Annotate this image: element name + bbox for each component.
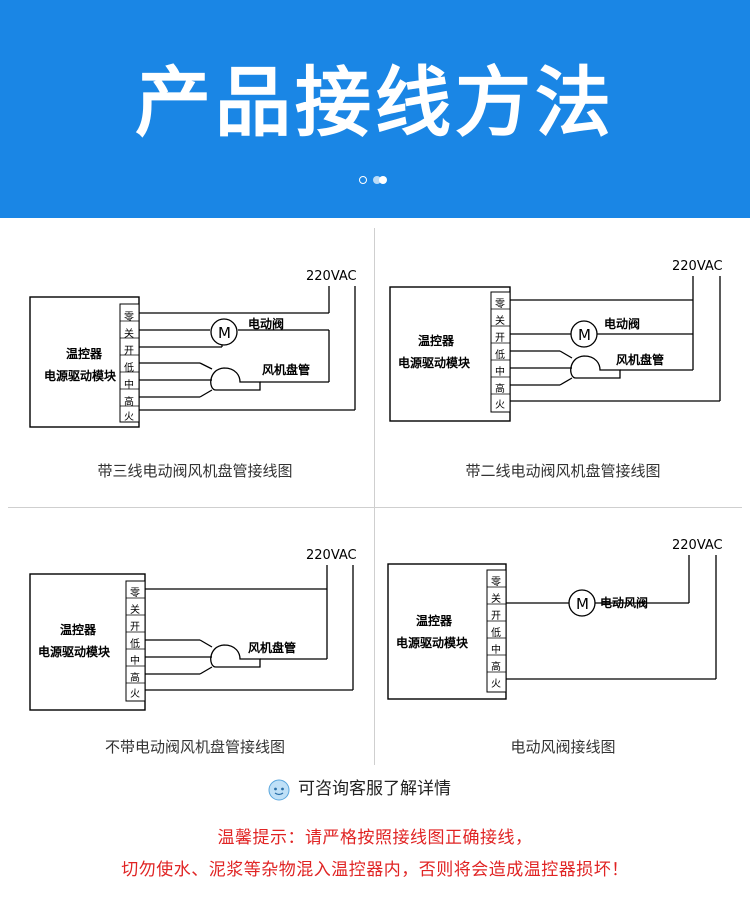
- terminal-label: 低: [491, 626, 501, 639]
- terminal-label: 关: [124, 327, 134, 340]
- power-label: 220VAC: [672, 538, 723, 553]
- motor-symbol: [210, 318, 238, 346]
- terminal-label: 火: [495, 399, 505, 411]
- terminal-label: 火: [130, 688, 140, 700]
- motor-symbol: [568, 589, 596, 617]
- terminal-label: 开: [124, 346, 134, 357]
- terminal-label: 中: [491, 643, 501, 656]
- page-title: 产品接线方法: [135, 58, 615, 147]
- contact-text: 可咨询客服了解详情: [298, 779, 451, 799]
- power-label: 220VAC: [306, 269, 357, 284]
- grid-divider-horizontal: [8, 507, 742, 508]
- motor-letter: M: [578, 326, 591, 344]
- terminal-label: 中: [124, 378, 134, 391]
- wiring-diagram-2: 温控器 电源驱动模块 零 关 开 低 中 高 火 220VAC: [389, 259, 723, 422]
- terminal-label: 开: [491, 611, 501, 622]
- air-valve-label: 电动风阀: [600, 595, 648, 610]
- terminal-label: 高: [124, 395, 134, 408]
- terminal-label: 关: [130, 603, 140, 616]
- terminal-label: 低: [495, 348, 505, 361]
- warning-line-1: 温馨提示：请严格按照接线图正确接线，: [217, 828, 533, 848]
- terminal-label: 低: [124, 361, 134, 374]
- terminal-label: 零: [491, 576, 501, 588]
- terminal-dividers: [126, 597, 145, 684]
- wires: [139, 286, 356, 411]
- fan-coil-label: 风机盘管: [616, 352, 664, 367]
- terminal-labels: 零 关 开 低 中 高 火: [130, 587, 140, 700]
- terminal-label: 关: [491, 592, 501, 605]
- diagram-panel-4: 温控器 电源驱动模块 零 关 开 低 中 高 火 220VAC M 电动风阀: [387, 534, 733, 704]
- terminal-dividers: [487, 586, 506, 673]
- motor-symbol: [570, 320, 598, 348]
- module-line2: 电源驱动模块: [44, 368, 117, 383]
- module-line1: 温控器: [60, 622, 97, 637]
- dot-active[interactable]: [373, 176, 381, 184]
- fan-coil-label: 风机盘管: [262, 362, 310, 377]
- terminal-label: 火: [491, 678, 501, 690]
- terminal-label: 高: [130, 671, 140, 684]
- motor-letter: M: [576, 595, 589, 613]
- diagram-caption-1: 带三线电动阀风机盘管接线图: [97, 462, 293, 480]
- terminal-dividers: [491, 308, 510, 395]
- wiring-diagram-3: 温控器 电源驱动模块 零 关 开 低 中 高 火 220VAC: [29, 548, 357, 711]
- module-line2: 电源驱动模块: [398, 355, 471, 370]
- valve-label: 电动阀: [248, 316, 284, 331]
- terminal-label: 开: [495, 333, 505, 344]
- dot-active[interactable]: [379, 176, 387, 184]
- terminal-label: 零: [495, 298, 505, 310]
- terminal-label: 零: [124, 311, 134, 323]
- terminal-label: 零: [130, 587, 140, 599]
- warning-line-2: 切勿使水、泥浆等杂物混入温控器内，否则将会造成温控器损坏！: [121, 860, 629, 880]
- terminal-strip: [125, 580, 146, 702]
- terminal-label: 高: [491, 660, 501, 673]
- terminal-label: 高: [495, 382, 505, 395]
- wires: [506, 555, 717, 680]
- terminal-label: 中: [495, 365, 505, 378]
- wiring-diagram-4: 温控器 电源驱动模块 零 关 开 低 中 高 火 220VAC M 电动风阀: [387, 538, 723, 700]
- diagram-panel-2: 温控器 电源驱动模块 零 关 开 低 中 高 火 220VAC: [389, 256, 735, 426]
- valve-label: 电动阀: [604, 316, 640, 331]
- terminal-label: 中: [130, 654, 140, 667]
- terminal-dividers: [120, 320, 139, 407]
- terminal-strip: [486, 569, 507, 693]
- module-line2: 电源驱动模块: [396, 635, 469, 650]
- module-line1: 温控器: [418, 333, 455, 348]
- terminal-labels: 零 关 开 低 中 高 火: [124, 311, 134, 423]
- dot-inactive[interactable]: [359, 176, 367, 184]
- diagram-caption-2: 带二线电动阀风机盘管接线图: [465, 462, 661, 480]
- diagram-panel-1: 温控器 电源驱动模块 零 关 开 低 中 高 火 220VAC: [29, 262, 370, 432]
- module-line2: 电源驱动模块: [38, 644, 111, 659]
- terminal-label: 开: [130, 622, 140, 633]
- terminal-label: 低: [130, 637, 140, 650]
- grid-divider-vertical: [374, 228, 375, 765]
- wires: [145, 565, 354, 691]
- fan-coil-label: 风机盘管: [248, 640, 296, 655]
- module-line1: 温控器: [416, 613, 453, 628]
- diagram-caption-4: 电动风阀接线图: [510, 738, 616, 756]
- motor-letter: M: [218, 324, 231, 342]
- diagram-panel-3: 温控器 电源驱动模块 零 关 开 低 中 高 火 220VAC: [29, 545, 370, 715]
- power-label: 220VAC: [306, 548, 357, 563]
- header-banner: 产品接线方法: [0, 0, 750, 218]
- terminal-strip: [490, 291, 511, 413]
- module-line1: 温控器: [66, 346, 103, 361]
- terminal-labels: 零 关 开 低 中 高 火: [495, 298, 505, 411]
- customer-service-icon: [268, 779, 290, 801]
- terminal-label: 火: [124, 411, 134, 423]
- terminal-labels: 零 关 开 低 中 高 火: [491, 576, 501, 690]
- terminal-label: 关: [495, 314, 505, 327]
- wires: [510, 276, 721, 402]
- wiring-diagram-1: 温控器 电源驱动模块 零 关 开 低 中 高 火 220VAC: [29, 269, 357, 428]
- diagram-caption-3: 不带电动阀风机盘管接线图: [104, 738, 285, 756]
- power-label: 220VAC: [672, 259, 723, 274]
